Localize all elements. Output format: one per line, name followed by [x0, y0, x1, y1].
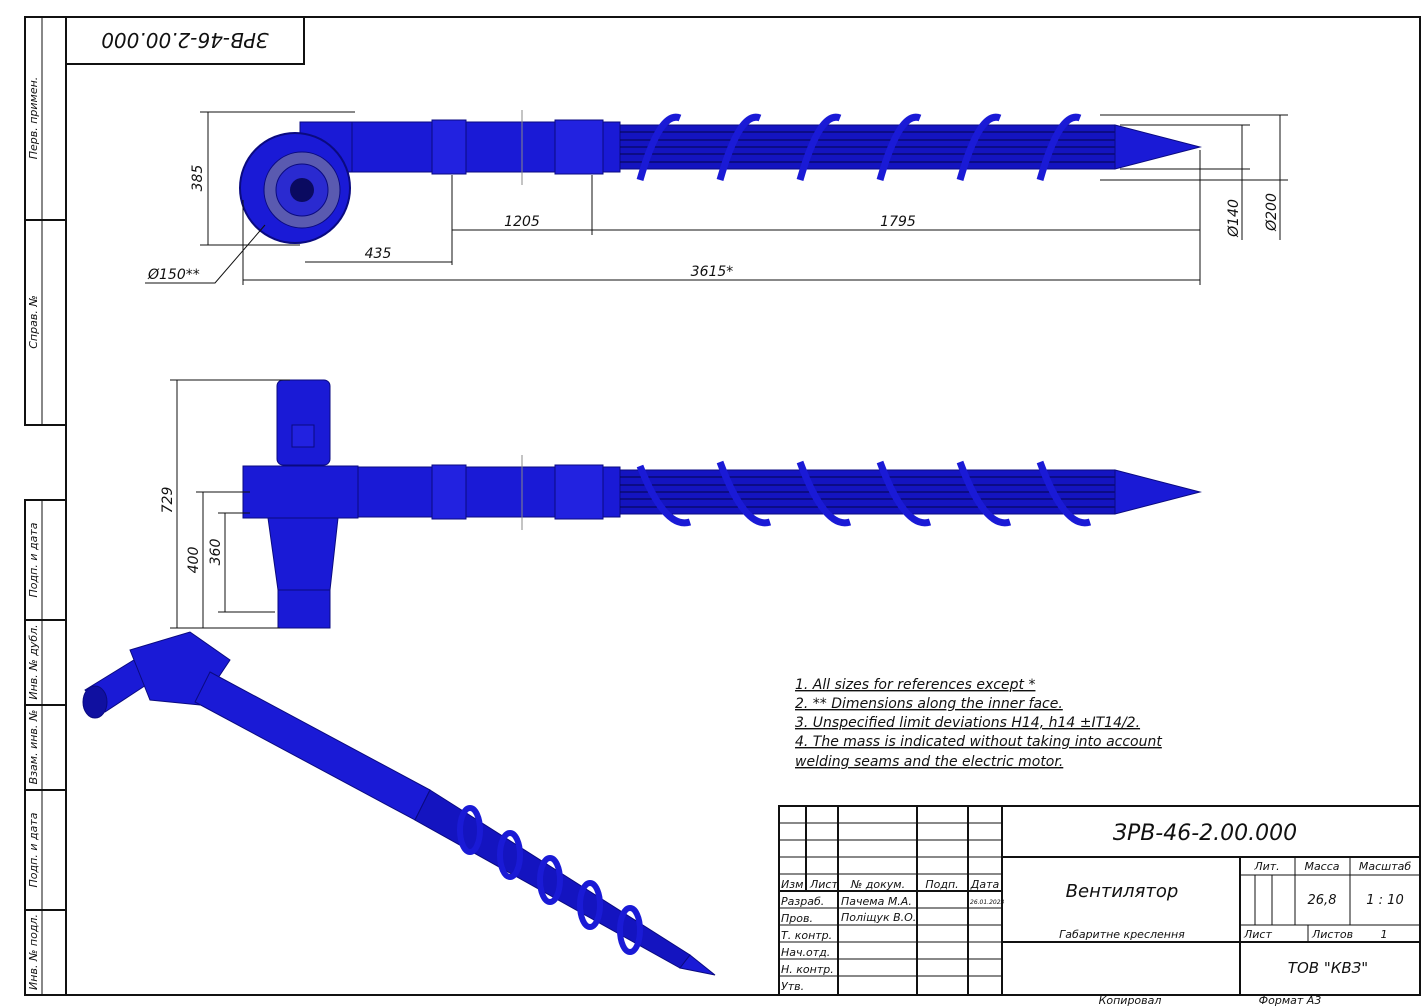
header-izm: Изм: [781, 878, 803, 891]
sheet-label: Лист: [1243, 928, 1272, 941]
role-developer: Разраб.: [781, 895, 824, 908]
scale-value: 1 : 10: [1366, 893, 1403, 908]
role-checker: Пров.: [781, 912, 813, 925]
copied-label: Копировал: [1099, 994, 1162, 1007]
dim-400: 400: [186, 547, 202, 574]
checker-name: Поліщук В.О.: [841, 911, 916, 924]
title-block-text: ЗРВ-46-2.00.000 Вентилятор Габаритне кре…: [781, 821, 1411, 1007]
dim-385: 385: [190, 165, 206, 192]
company-name: ТОВ "КВЗ": [1288, 959, 1368, 977]
developer-name: Пачема М.А.: [841, 895, 912, 908]
dim-729: 729: [160, 487, 176, 514]
scale-label: Масштаб: [1359, 860, 1411, 873]
sheets-label: Листов: [1311, 928, 1353, 941]
side-dimensions: [170, 379, 290, 629]
sheet-frame: [24, 16, 1421, 996]
side-view: [242, 379, 1202, 629]
top-view: [239, 110, 1202, 244]
note-4: 4. The mass is indicated without taking …: [795, 734, 1162, 750]
note-1: 1. All sizes for references except *: [795, 677, 1035, 693]
dim-1205: 1205: [504, 214, 540, 230]
dim-1795: 1795: [880, 214, 916, 230]
note-2: 2. ** Dimensions along the inner face.: [795, 696, 1063, 712]
sheets-count: 1: [1381, 928, 1388, 941]
side-label: Инв. № подл.: [27, 914, 40, 990]
dim-435: 435: [365, 246, 392, 262]
format-label: Формат А3: [1259, 994, 1322, 1007]
header-list: Лист: [809, 878, 838, 891]
dim-fan-diameter: Ø150**: [147, 267, 200, 283]
side-label: Справ. №: [27, 295, 40, 349]
dim-screw-diameter: Ø200: [1264, 193, 1280, 232]
header-sign: Подп.: [925, 878, 958, 891]
document-type: Габаритне креслення: [1059, 928, 1185, 941]
top-dimensions: [145, 111, 1288, 285]
notes: 1. All sizes for references except * 2. …: [795, 677, 1162, 770]
header-date: Дата: [970, 878, 1000, 891]
stamp-code-rotated: ЗРВ-46-2.00.000: [101, 28, 269, 52]
date-value: 26.01.2023: [970, 899, 1005, 906]
mass-label: Масса: [1304, 860, 1339, 873]
note-3: 3. Unspecified limit deviations H14, h14…: [795, 715, 1140, 731]
isometric-view: [82, 631, 716, 976]
drawing-code: ЗРВ-46-2.00.000: [1113, 821, 1297, 846]
dim-pipe-diameter: Ø140: [1226, 199, 1242, 238]
header-doc-no: № докум.: [850, 878, 905, 891]
side-label: Взам. инв. №: [27, 710, 40, 785]
dim-360: 360: [208, 539, 224, 566]
note-4-cont: welding seams and the electric motor.: [795, 754, 1063, 770]
role-norm-control: Н. контр.: [781, 963, 834, 976]
dim-3615: 3615*: [691, 264, 734, 280]
role-dept-head: Нач.отд.: [781, 946, 830, 959]
side-label: Инв. № дубл.: [27, 624, 40, 699]
side-strip-labels: Перв. примен. Справ. № Подп. и дата Инв.…: [27, 77, 40, 990]
role-tech-control: Т. контр.: [781, 929, 832, 942]
mass-value: 26,8: [1308, 893, 1337, 908]
lit-label: Лит.: [1253, 860, 1279, 873]
product-name: Вентилятор: [1066, 881, 1179, 902]
side-label: Подп. и дата: [27, 812, 40, 887]
role-approved: Утв.: [781, 980, 804, 993]
side-label: Подп. и дата: [27, 522, 40, 597]
side-label: Перв. примен.: [27, 77, 40, 160]
title-block: [778, 805, 1421, 996]
